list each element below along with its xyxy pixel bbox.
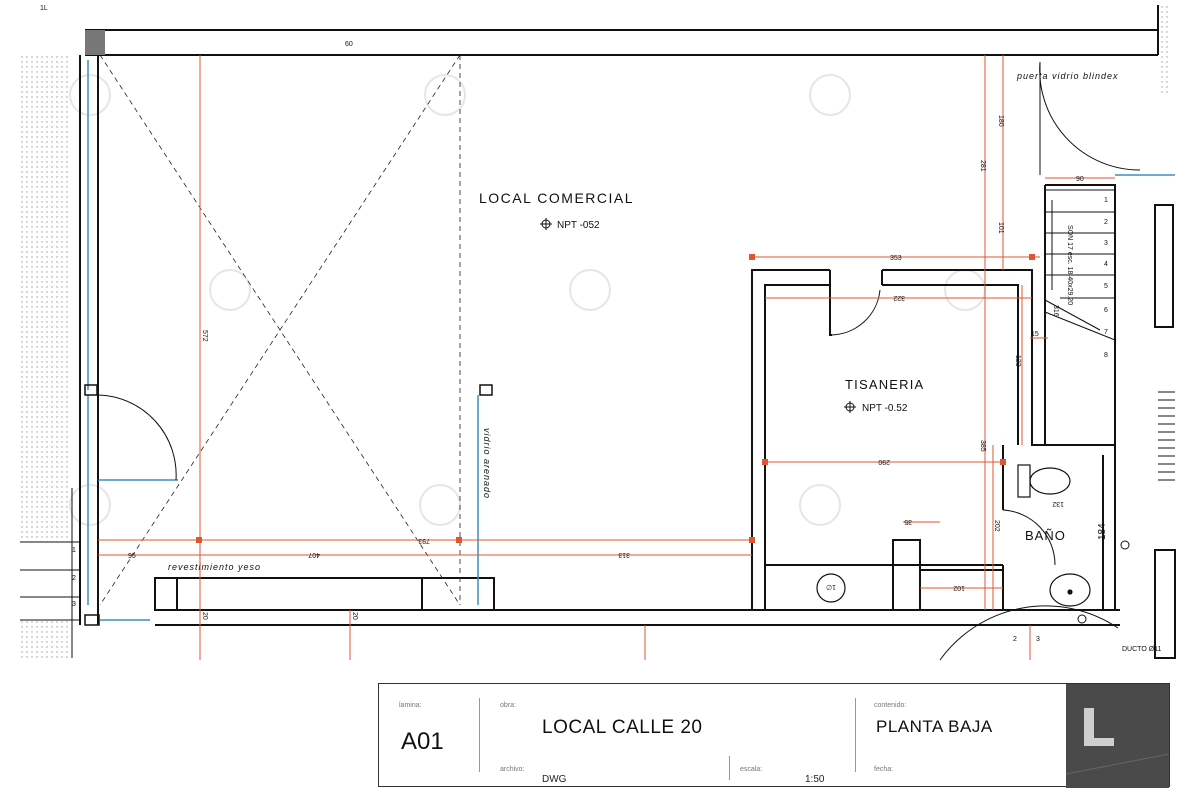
dim-202: 202 (993, 520, 1000, 532)
column-top-left (85, 30, 105, 55)
logo-mark-icon (1065, 708, 1170, 775)
tb-escala-caption: escala: (740, 766, 763, 773)
note-glass: vidrio arenado (482, 428, 492, 499)
svg-text:3: 3 (1104, 240, 1108, 247)
watermark-logos (69, 74, 986, 526)
tb-obra-value: LOCAL CALLE 20 (542, 717, 703, 738)
svg-text:8: 8 (1104, 352, 1108, 359)
stair-note: SON 17 esc. 18.40x29.20 (1066, 225, 1073, 305)
dim-313: 313 (618, 551, 630, 558)
dim-385: 385 (979, 440, 986, 452)
stair-step-numbers: 1 2 3 4 5 6 7 8 (1104, 197, 1108, 359)
svg-text:7: 7 (1104, 329, 1108, 336)
tb-contenido-caption: contenido: (874, 702, 907, 709)
bath-sink (1049, 573, 1091, 607)
tb-separator-2 (729, 756, 730, 780)
svg-text:1: 1 (1104, 197, 1108, 204)
tb-separator-3 (855, 698, 856, 772)
tb-lamina-cell: lamina: A01 (379, 684, 479, 786)
duct-circle (1120, 540, 1130, 550)
room-label-tisaneria: TISANERIA (845, 377, 924, 392)
note-cladding: revestimiento yeso (168, 562, 261, 572)
dim-572: 572 (201, 330, 208, 342)
tb-obra-caption: obra: (500, 702, 516, 709)
glass-partitions (87, 60, 1175, 621)
svg-text:2: 2 (72, 575, 76, 582)
dim-281: 281 (979, 160, 986, 172)
svg-text:3: 3 (72, 601, 76, 608)
svg-text:2: 2 (1104, 219, 1108, 226)
svg-text:1: 1 (72, 547, 76, 554)
dim-20-a: 20 (201, 612, 208, 620)
room-label-bano: BAÑO (1025, 528, 1066, 543)
dimension-lines (98, 55, 1115, 660)
dim-35: 35 (904, 518, 912, 525)
dim-184: 184 (1097, 523, 1108, 540)
svg-text:2: 2 (1013, 636, 1017, 643)
tb-obra-cell: obra: LOCAL CALLE 20 archivo: DWG escala… (480, 684, 855, 786)
level-marker-icon-2 (844, 401, 856, 413)
hatch-left-strip (20, 55, 70, 542)
dim-20-b: 20 (351, 612, 358, 620)
dim-793: 793 (418, 537, 430, 544)
level-local-comercial: NPT -052 (557, 220, 600, 231)
dim-15: 15 (1031, 331, 1039, 338)
dim-290: 290 (878, 458, 890, 465)
dim-132: 132 (1052, 500, 1064, 507)
note-duct: DUCTO Ø11 (1122, 646, 1162, 653)
room-label-local-comercial: LOCAL COMERCIAL (479, 190, 634, 206)
dim-95: 95 (128, 553, 136, 560)
hatch-left-bottom (20, 620, 70, 658)
tb-contenido-cell: contenido: PLANTA BAJA fecha: (856, 684, 1066, 786)
left-step-numbers: 1 2 3 (72, 547, 76, 608)
dim-322: 322 (893, 294, 905, 301)
dimension-ticks (196, 254, 1035, 543)
top-left-mark: 1L (40, 5, 48, 12)
svg-text:6: 6 (1104, 307, 1108, 314)
dim-407: 407 (308, 551, 320, 558)
level-tisaneria: NPT -0.52 (862, 403, 908, 414)
tb-contenido-value: PLANTA BAJA (876, 717, 993, 736)
tb-archivo-caption: archivo: (500, 766, 525, 773)
tb-separator (479, 698, 480, 772)
svg-text:4: 4 (1104, 261, 1108, 268)
svg-text:5: 5 (1104, 283, 1108, 290)
dim-90: 90 (1076, 176, 1084, 183)
dim-101: 101 (997, 222, 1004, 234)
tb-lamina-value: A01 (401, 728, 444, 755)
kitchen-sink (816, 573, 846, 603)
glass-post (479, 384, 493, 396)
door-swings (97, 61, 1141, 661)
staircase (1044, 189, 1116, 341)
tb-fecha-caption: fecha: (874, 766, 894, 773)
dim-180: 180 (997, 115, 1004, 127)
right-side-steps (1158, 391, 1175, 481)
duct-circle-bottom (1077, 614, 1087, 624)
window-post-left-bottom (84, 614, 100, 626)
note-door: puerta vidrio blindex (1016, 71, 1119, 81)
tb-escala-value: 1:50 (805, 774, 825, 785)
company-logo-block (1065, 684, 1170, 788)
toilet (1017, 464, 1071, 498)
title-block: lamina: A01 obra: LOCAL CALLE 20 archivo… (378, 683, 1170, 788)
void-cross (99, 54, 461, 606)
window-post-left (84, 384, 98, 396)
tb-lamina-caption: lamina: (399, 702, 422, 709)
dim-353: 353 (890, 255, 902, 262)
bottom-step-numbers: 2 3 (1013, 636, 1040, 643)
dim-123: 123 (1014, 355, 1021, 367)
dim-60-top: 60 (345, 41, 353, 48)
dim-316: 316 (1052, 305, 1059, 317)
svg-text:3: 3 (1036, 636, 1040, 643)
floor-plan: 1L (20, 5, 1176, 661)
left-steps (20, 488, 80, 658)
level-marker-icon (540, 218, 552, 230)
hatch-right-top (1158, 5, 1170, 95)
tb-archivo-value: DWG (542, 774, 567, 785)
dim-102: 102 (953, 584, 965, 591)
walls (79, 5, 1176, 659)
dim-sink: 1∅ (826, 583, 836, 590)
